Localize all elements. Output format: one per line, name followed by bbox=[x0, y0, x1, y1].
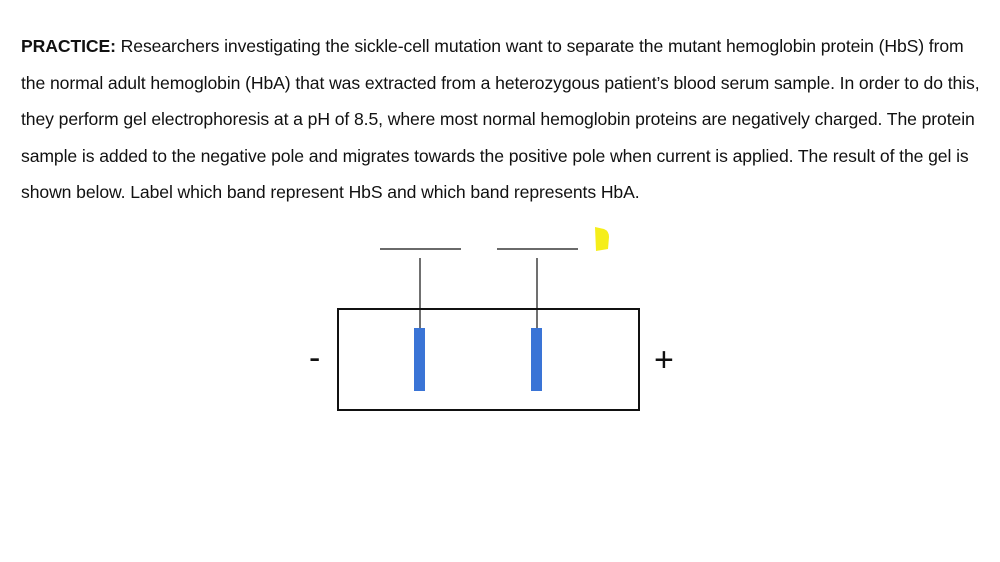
practice-label: PRACTICE: bbox=[21, 36, 116, 56]
gel-box bbox=[337, 308, 640, 411]
highlighter-cursor-icon bbox=[595, 227, 609, 251]
band-1 bbox=[414, 328, 425, 391]
band-2 bbox=[531, 328, 542, 391]
positive-pole-label: + bbox=[654, 341, 674, 379]
practice-question: PRACTICE: Researchers investigating the … bbox=[21, 28, 981, 211]
question-text: Researchers investigating the sickle-cel… bbox=[21, 36, 980, 202]
negative-pole-label: - bbox=[309, 339, 320, 377]
